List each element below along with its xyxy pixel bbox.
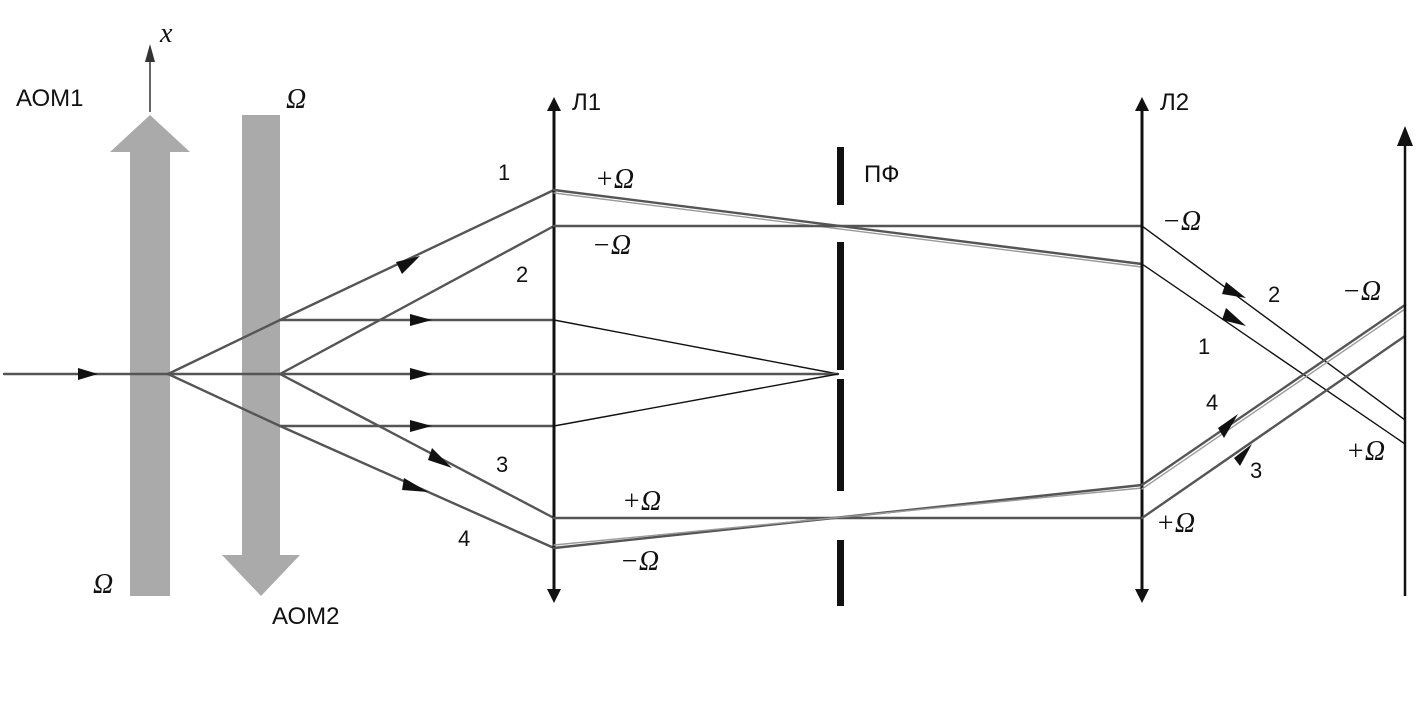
lens-l1-label: Л1 <box>572 89 601 116</box>
beam-number-3: 3 <box>496 452 508 477</box>
aom2-block <box>222 115 300 596</box>
beam-number-4: 4 <box>458 526 470 551</box>
aom1-block <box>110 115 190 596</box>
lens-l2-label: Л2 <box>1160 89 1189 116</box>
l1-top-minus-omega: −Ω <box>592 230 631 261</box>
x-axis-label: x <box>159 18 173 49</box>
spatial-filter <box>837 147 844 606</box>
right-beam-number-3: 3 <box>1250 458 1262 483</box>
right-beam-number-2: 2 <box>1268 282 1280 307</box>
filter-label: ПФ <box>864 161 900 188</box>
output-screen-arrowhead <box>1397 126 1413 146</box>
ray-arrows-right <box>1218 282 1252 466</box>
aom2-label: АОМ2 <box>272 603 340 630</box>
rays-aom2-to-l1 <box>278 188 556 550</box>
screen-minus-omega: −Ω <box>1342 276 1381 307</box>
rays-to-filter-focus <box>552 319 840 427</box>
aom1-omega: Ω <box>93 569 113 600</box>
ray-arrows-left <box>396 256 452 492</box>
aom2-omega: Ω <box>286 84 306 115</box>
l1-bottom-plus-omega: +Ω <box>622 486 661 517</box>
screen-plus-omega: +Ω <box>1346 436 1385 467</box>
aom1-label: АОМ1 <box>16 85 84 112</box>
beam-number-2: 2 <box>516 262 528 287</box>
right-beam-number-1: 1 <box>1198 334 1210 359</box>
l2-top-minus-omega: −Ω <box>1162 206 1201 237</box>
l1-top-plus-omega: +Ω <box>595 164 634 195</box>
input-beam-arrow <box>78 368 98 380</box>
rays-after-l2 <box>1140 225 1407 520</box>
rays-l1-to-l2 <box>552 188 1144 550</box>
beam-number-1: 1 <box>498 160 510 185</box>
x-axis-arrowhead <box>145 44 155 62</box>
l1-bottom-minus-omega: −Ω <box>620 546 659 577</box>
l2-bottom-plus-omega: +Ω <box>1156 508 1195 539</box>
aom-fan-rays <box>166 318 282 428</box>
right-beam-number-4: 4 <box>1206 390 1218 415</box>
